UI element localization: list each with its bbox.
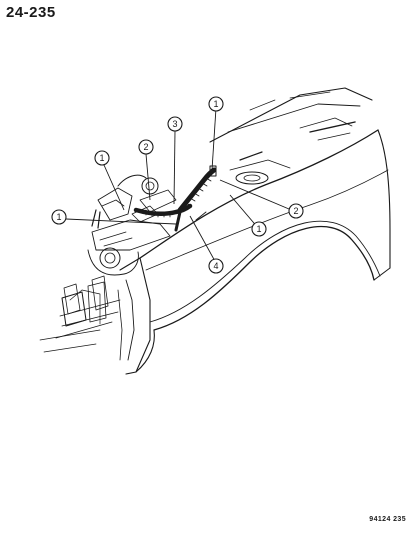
svg-text:1: 1 xyxy=(256,224,261,234)
svg-text:3: 3 xyxy=(172,119,177,129)
figure-code: 94124 235 xyxy=(369,516,406,523)
callout-1-left-upper: 1 xyxy=(94,150,110,166)
callout-1-top: 1 xyxy=(208,96,224,112)
svg-text:4: 4 xyxy=(213,261,218,271)
svg-text:1: 1 xyxy=(99,153,104,163)
svg-text:2: 2 xyxy=(143,142,148,152)
svg-text:1: 1 xyxy=(213,99,218,109)
hose-assembly xyxy=(133,165,217,232)
engine-compartment-linework xyxy=(61,159,291,327)
callout-4: 4 xyxy=(208,258,224,274)
svg-text:1: 1 xyxy=(56,212,61,222)
callout-3: 3 xyxy=(167,116,183,132)
callout-2-left: 2 xyxy=(138,139,154,155)
callout-1-left-lower: 1 xyxy=(51,209,67,225)
callout-2-right: 2 xyxy=(288,203,304,219)
callout-leader-lines xyxy=(65,107,290,264)
svg-text:2: 2 xyxy=(293,206,298,216)
callout-1-right: 1 xyxy=(251,221,267,237)
vehicle-body-linework xyxy=(39,87,391,375)
page-number: 24-235 xyxy=(6,4,56,21)
